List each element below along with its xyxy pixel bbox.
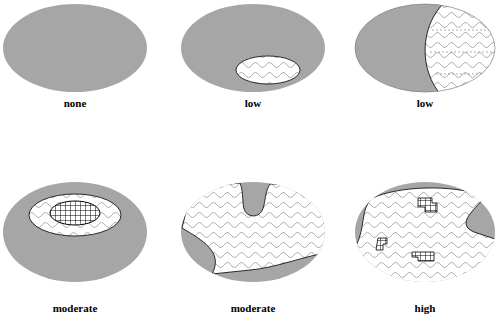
grey-ellipse	[181, 4, 325, 92]
wavy-region	[425, 2, 497, 96]
level-label: low	[417, 97, 434, 109]
wavy-region	[236, 56, 300, 84]
grey-ellipse	[3, 182, 147, 282]
level-label: high	[415, 302, 436, 314]
grid-region	[418, 198, 437, 212]
level-label: moderate	[231, 302, 276, 314]
level-label: none	[64, 97, 87, 109]
grid-region	[376, 238, 387, 250]
ellipse-outline	[355, 4, 495, 92]
grey-ellipse	[3, 4, 147, 92]
level-label: moderate	[53, 302, 98, 314]
grid-region	[50, 201, 100, 225]
wavy-region	[356, 188, 497, 284]
wavy-region	[29, 194, 121, 236]
grid-region	[412, 252, 434, 261]
wavy-region	[182, 183, 330, 274]
dashed-line	[430, 30, 495, 74]
level-label: low	[245, 97, 262, 109]
